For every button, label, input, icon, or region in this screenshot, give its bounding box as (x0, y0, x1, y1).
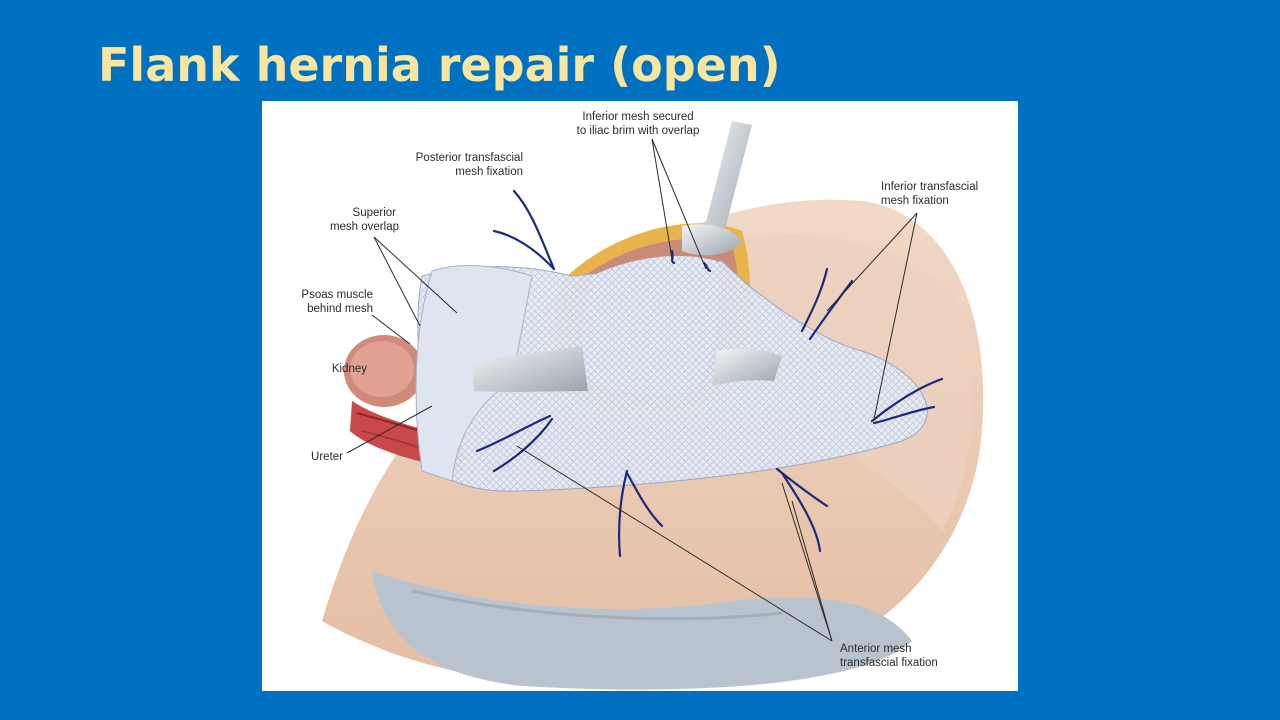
label-psoas-1: Psoas muscle (301, 289, 373, 301)
surgical-illustration: Inferior mesh secured to iliac brim with… (262, 101, 1018, 691)
label-posterior-transfascial-1: Posterior transfascial (416, 152, 523, 164)
leader-lines (346, 138, 918, 642)
label-inferior-mesh-secured-1: Inferior mesh secured (582, 111, 693, 123)
label-inferior-transfascial-1: Inferior transfascial (881, 181, 978, 193)
label-superior-overlap-1: Superior (353, 207, 397, 219)
label-anterior-mesh-2: transfascial fixation (840, 657, 938, 669)
illustration-canvas: Inferior mesh secured to iliac brim with… (301, 111, 984, 690)
retractors (472, 121, 782, 392)
label-inferior-mesh-secured-2: to iliac brim with overlap (577, 125, 700, 137)
slide-title: Flank hernia repair (open) (98, 38, 781, 92)
label-psoas-2: behind mesh (307, 303, 373, 315)
label-superior-overlap-2: mesh overlap (330, 221, 399, 233)
label-ureter: Ureter (311, 451, 343, 463)
label-inferior-transfascial-2: mesh fixation (881, 195, 949, 207)
sutures (475, 189, 944, 558)
labels: Inferior mesh secured to iliac brim with… (301, 111, 978, 669)
label-posterior-transfascial-2: mesh fixation (455, 166, 523, 178)
label-anterior-mesh-1: Anterior mesh (840, 643, 912, 655)
label-kidney: Kidney (332, 363, 367, 375)
